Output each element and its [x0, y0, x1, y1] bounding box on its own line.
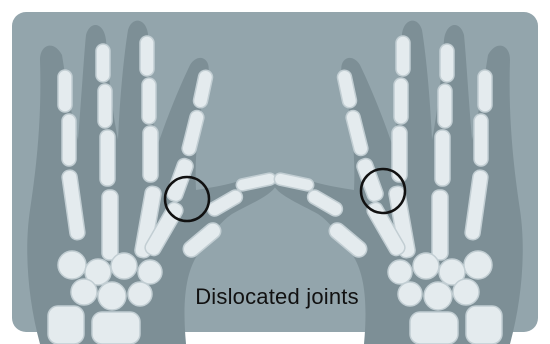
caption-label: Dislocated joints	[160, 284, 394, 310]
